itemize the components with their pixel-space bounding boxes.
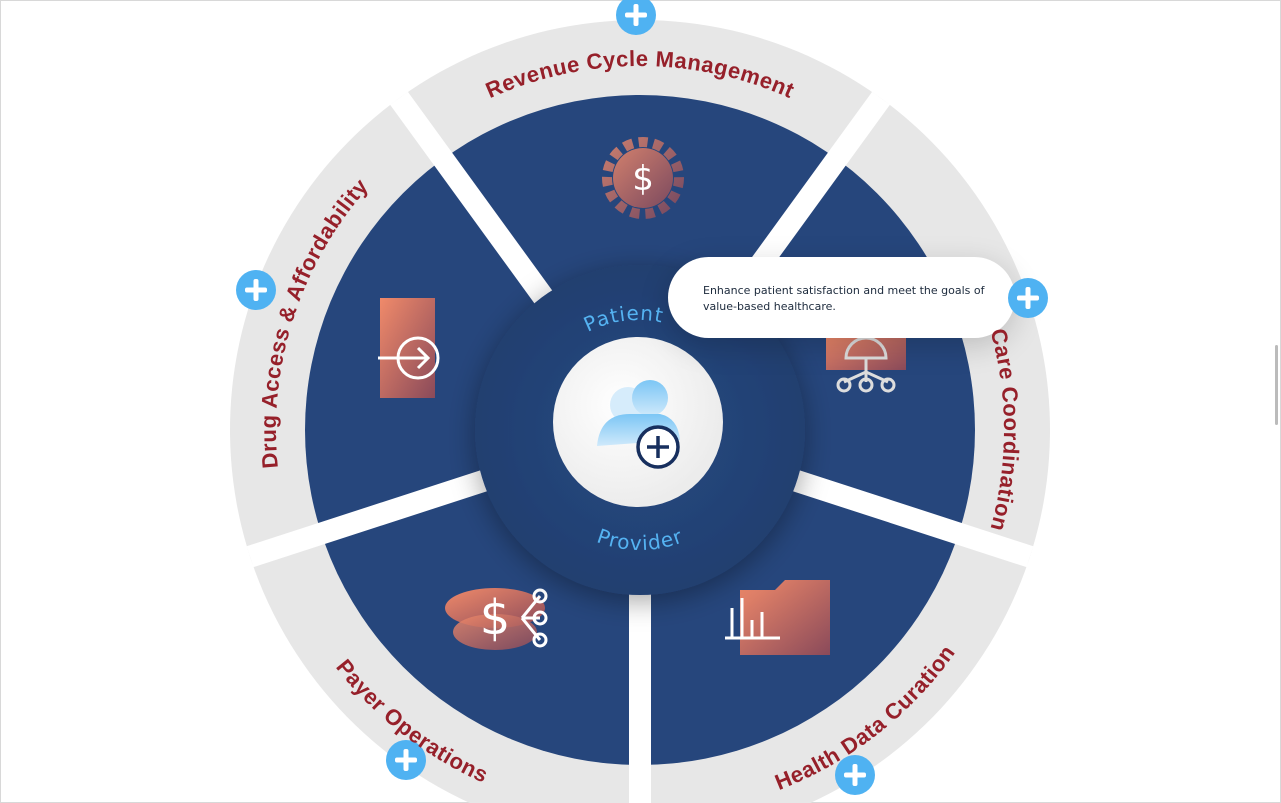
bar-chart-folder-icon[interactable] <box>725 580 830 655</box>
segment-tooltip: Enhance patient satisfaction and meet th… <box>668 257 1015 338</box>
tooltip-text: Enhance patient satisfaction and meet th… <box>703 284 985 313</box>
expand-health-data-button[interactable] <box>835 755 875 795</box>
arrow-enter-icon[interactable] <box>378 298 440 398</box>
expand-revenue-button[interactable] <box>616 0 656 35</box>
care-network-icon[interactable] <box>826 335 906 393</box>
expand-payer-button[interactable] <box>386 740 426 780</box>
expand-drug-button[interactable] <box>236 270 276 310</box>
gear-dollar-icon[interactable]: $ <box>602 137 684 219</box>
dollar-share-icon[interactable]: $ <box>445 588 548 650</box>
expand-care-button[interactable] <box>1008 278 1048 318</box>
scrollbar[interactable] <box>1275 345 1278 425</box>
add-user-icon[interactable] <box>597 380 680 469</box>
svg-text:$: $ <box>480 590 511 646</box>
svg-text:$: $ <box>632 159 654 199</box>
